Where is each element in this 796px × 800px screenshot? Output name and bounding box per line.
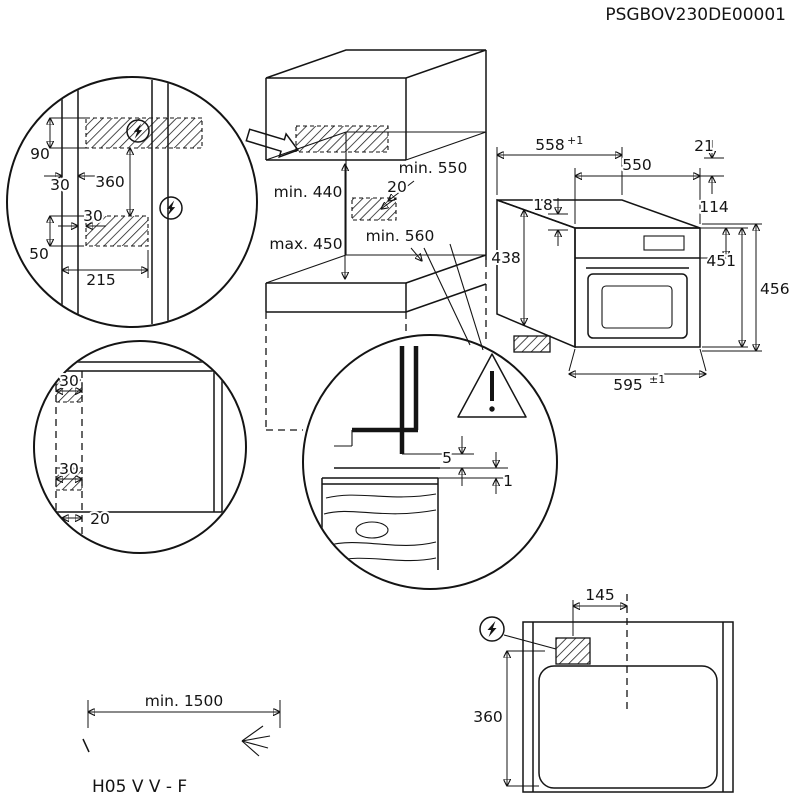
dim-label: 90 xyxy=(30,145,50,163)
dim-label: 30 xyxy=(83,207,103,225)
dim-label: min. 1500 xyxy=(145,692,224,710)
outlet-zone-lower xyxy=(85,215,149,247)
dim-label: 30 xyxy=(59,372,79,390)
front-view-detail: 30 30 20 xyxy=(33,340,247,554)
dim-label: min. 550 xyxy=(399,159,468,177)
pointer-arrow xyxy=(245,128,300,159)
dim-label: 30 xyxy=(59,460,79,478)
dim-label: 18 xyxy=(533,196,553,214)
dim-label: 21 xyxy=(694,137,714,155)
door-window xyxy=(601,285,673,329)
dim-label: 360 xyxy=(473,708,503,726)
wood-panel xyxy=(321,477,439,570)
dim-label: 360 xyxy=(95,173,125,191)
mounting-bracket xyxy=(513,335,551,353)
niche-cabinet: min. 550 20 min. 440 max. 450 min. 560 xyxy=(265,49,487,431)
cable-frayed-end xyxy=(241,725,271,757)
oven-door xyxy=(587,273,688,339)
lightning-icon xyxy=(479,616,557,650)
dim-label: 20 xyxy=(90,510,110,528)
electrical-outlet-detail: 90 30 360 30 50 215 xyxy=(6,76,258,328)
dim-label: 5 xyxy=(442,449,452,467)
cable-exit-zone xyxy=(555,637,591,665)
gap-section xyxy=(321,346,440,570)
power-cable: min. 1500 H05 V V - F xyxy=(82,690,281,797)
appliance-body-top xyxy=(538,665,718,789)
dim-label: 438 xyxy=(491,249,521,267)
oven-isometric: 558 +1 550 21 18 114 438 451 456 xyxy=(489,132,791,396)
cable-type-label: H05 V V - F xyxy=(92,777,187,797)
detail-circle xyxy=(6,76,258,328)
dim-label: 215 xyxy=(86,271,116,289)
dim-label: min. 560 xyxy=(366,227,435,245)
outlet-zone-upper xyxy=(85,117,203,149)
lightning-icon xyxy=(126,119,150,143)
outlet-zone-front xyxy=(295,125,389,153)
dim-label: 451 xyxy=(706,252,736,270)
top-view: 145 360 xyxy=(471,584,734,793)
detail-circle xyxy=(33,340,247,554)
dim-label: 20 xyxy=(387,178,407,196)
dim-label: 30 xyxy=(50,176,70,194)
dim-label: min. 440 xyxy=(274,183,343,201)
dim-tolerance: ±1 xyxy=(649,373,665,386)
dim-label: 456 xyxy=(760,280,790,298)
lightning-icon xyxy=(159,196,183,220)
dim-tolerance: +1 xyxy=(567,134,583,147)
dim-label: 145 xyxy=(585,586,615,604)
detail-wedge-line xyxy=(423,247,471,346)
detail-wedge-line xyxy=(449,243,484,351)
dim-label: 114 xyxy=(699,198,729,216)
warning-exclamation-icon xyxy=(457,353,527,418)
dim-label: max. 450 xyxy=(269,235,342,253)
dim-label: 50 xyxy=(29,245,49,263)
dim-label: 558 xyxy=(535,136,565,154)
outlet-zone-back-wall xyxy=(351,197,397,221)
control-display xyxy=(643,235,685,251)
document-id: PSGBOV230DE00001 xyxy=(605,5,786,25)
gap-detail: 5 1 xyxy=(302,334,558,590)
cabinet-side-section xyxy=(61,80,203,324)
dim-label: 595 xyxy=(613,376,643,394)
dim-label: 550 xyxy=(622,156,652,174)
detail-circle xyxy=(302,334,558,590)
dim-label: 1 xyxy=(503,472,513,490)
